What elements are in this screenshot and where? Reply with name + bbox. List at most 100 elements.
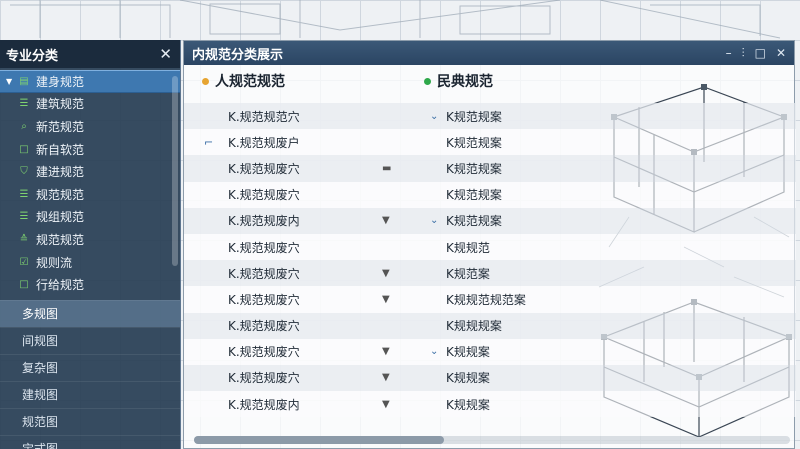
row-right-label: K规规案 xyxy=(446,345,490,360)
table-row[interactable]: K.规范规废穴 ▼ K规范案 xyxy=(184,260,796,287)
row-chevron-icon[interactable]: ⌄ xyxy=(430,215,439,227)
view-item[interactable]: 间规图 xyxy=(0,326,180,354)
maximize-icon[interactable]: □ xyxy=(754,45,766,60)
view-item[interactable]: 规范图 xyxy=(0,407,180,435)
table-row[interactable]: K.规范规废穴 K规规范 xyxy=(184,233,796,261)
row-left-label: K.规范规废穴 xyxy=(228,161,300,176)
row-right-label: K规规范 xyxy=(446,240,490,255)
row-dropdown-icon[interactable]: ▼ xyxy=(382,372,390,384)
category-item[interactable]: ⌕ 新范规范 xyxy=(0,115,180,138)
category-panel-title: 专业分类 xyxy=(6,48,59,64)
table-row[interactable]: K.规范规废内 ▼ K规规案 xyxy=(184,391,796,418)
status-dot-icon xyxy=(202,77,209,85)
row-right-label: K规规规案 xyxy=(446,319,502,334)
category-label: 建进规范 xyxy=(36,165,85,180)
category-item[interactable]: □ 行给规范 xyxy=(0,273,180,296)
row-left-label: K.规范规废穴 xyxy=(228,240,300,255)
table-row[interactable]: K.规范规废穴 ▼ K规规案 xyxy=(184,364,796,392)
left-column-title: 人规范规范 xyxy=(202,71,285,91)
right-column-title: 民典规范 xyxy=(424,71,493,91)
row-right-label: K规规案 xyxy=(446,371,490,386)
expand-arrow-icon[interactable]: ▼ xyxy=(6,76,13,86)
category-label: 建筑规范 xyxy=(36,97,85,112)
category-label: 新范规范 xyxy=(36,119,85,134)
category-scrollbar[interactable] xyxy=(172,76,178,266)
table-row[interactable]: K.规范规范穴⌄K规范规案 xyxy=(184,103,796,130)
minimize-icon[interactable]: – xyxy=(725,45,732,60)
row-right-label: K规范规案 xyxy=(446,188,502,203)
category-label: 规组规范 xyxy=(36,210,85,225)
row-dropdown-icon[interactable]: ▼ xyxy=(382,398,390,410)
category-item[interactable]: ▼ ▤ 建身规范 xyxy=(0,70,180,93)
view-item[interactable]: 多规图 xyxy=(0,299,180,327)
table-row[interactable]: K.规范规废穴 ▼ K规规范规范案 xyxy=(184,286,796,313)
view-list: 多规图 间规图 复杂图 建规图 规范图 宝式图 xyxy=(0,299,180,449)
row-right-label: K规规范规范案 xyxy=(446,292,526,307)
square-icon: □ xyxy=(19,143,29,155)
category-item[interactable]: ☰ 建筑规范 xyxy=(0,93,180,116)
left-column-label: 人规范规范 xyxy=(215,74,285,90)
row-left-label: K.规范规废内 xyxy=(228,397,300,412)
table-row[interactable]: K.规范规废穴 ▼ ⌄ K规规案 xyxy=(184,338,796,365)
table-row[interactable]: K.规范规废穴▬K规范规案 xyxy=(184,155,796,182)
stack-icon: ≙ xyxy=(19,233,29,245)
list-icon: ☰ xyxy=(19,98,29,110)
search-icon: ⌕ xyxy=(21,120,27,132)
window-controls: – ⫶ □ ✕ xyxy=(726,46,786,61)
category-label: 新自软范 xyxy=(36,142,85,157)
classification-panel: 内规范分类展示 – ⫶ □ ✕ 人规范规范 民典规范 xyxy=(183,40,796,449)
row-left-label: K.规范规废穴 xyxy=(228,371,300,386)
category-item[interactable]: ⛉ 建进规范 xyxy=(0,160,180,183)
shield-icon: ⛉ xyxy=(20,166,28,178)
scrollbar-thumb[interactable] xyxy=(194,436,444,444)
classification-panel-title: 内规范分类展示 xyxy=(192,47,284,63)
table-row[interactable]: K.规范规废内▼⌄K规范规案 xyxy=(184,207,796,234)
row-dropdown-icon[interactable]: ▼ xyxy=(382,293,390,305)
view-item[interactable]: 建规图 xyxy=(0,380,180,408)
row-dropdown-icon[interactable]: ▼ xyxy=(382,215,390,227)
pin-icon[interactable]: ⫶ xyxy=(741,45,745,60)
row-dropdown-icon[interactable]: ▼ xyxy=(382,267,390,279)
check-icon: ☑ xyxy=(19,256,29,268)
horizontal-scrollbar[interactable] xyxy=(194,436,790,444)
row-left-label: K.规范规废户 xyxy=(228,135,300,150)
row-left-label: K.规范规废内 xyxy=(228,214,300,229)
row-left-label: K.规范规废穴 xyxy=(228,266,300,281)
category-label: 建身规范 xyxy=(36,74,85,89)
category-label: 行给规范 xyxy=(36,278,85,293)
list-icon: ☰ xyxy=(19,188,29,200)
category-item[interactable]: □ 新自软范 xyxy=(0,138,180,161)
row-dropdown-icon[interactable]: ▼ xyxy=(382,346,390,358)
category-item[interactable]: ☰ 规组规范 xyxy=(0,206,180,229)
category-label: 规范规范 xyxy=(36,232,85,247)
row-left-label: K.规范规废穴 xyxy=(228,345,300,360)
category-item[interactable]: ≙ 规范规范 xyxy=(0,228,180,251)
category-label: 规则流 xyxy=(36,255,73,270)
category-item[interactable]: ☰ 规范规范 xyxy=(0,183,180,206)
close-icon[interactable]: ✕ xyxy=(159,45,172,63)
category-list: ▼ ▤ 建身规范 ☰ 建筑规范 ⌕ 新范规范 □ 新自软范 ⛉ 建进规范 ☰ 规… xyxy=(0,68,180,296)
category-panel: 专业分类 ✕ ▼ ▤ 建身规范 ☰ 建筑规范 ⌕ 新范规范 □ 新自软范 ⛉ 建… xyxy=(0,40,181,449)
row-right-label: K规范规案 xyxy=(446,135,502,150)
row-right-label: K规范案 xyxy=(446,266,490,281)
status-dot-icon xyxy=(424,77,431,85)
category-item[interactable]: ☑ 规则流 xyxy=(0,251,180,274)
close-icon[interactable]: ✕ xyxy=(775,45,786,60)
category-panel-header: 专业分类 ✕ xyxy=(0,40,180,68)
book-icon: ▤ xyxy=(19,75,29,87)
row-right-label: K规范规案 xyxy=(446,109,502,124)
square-icon: □ xyxy=(19,279,29,291)
row-chevron-icon[interactable]: ⌄ xyxy=(430,346,439,358)
row-right-label: K规规案 xyxy=(446,397,490,412)
view-item[interactable]: 宝式图 xyxy=(0,434,180,449)
row-dropdown-icon[interactable]: ▬ xyxy=(382,162,392,174)
category-label: 规范规范 xyxy=(36,187,85,202)
row-chevron-icon[interactable]: ⌄ xyxy=(430,110,439,122)
view-item[interactable]: 复杂图 xyxy=(0,353,180,381)
row-left-label: K.规范规废穴 xyxy=(228,292,300,307)
